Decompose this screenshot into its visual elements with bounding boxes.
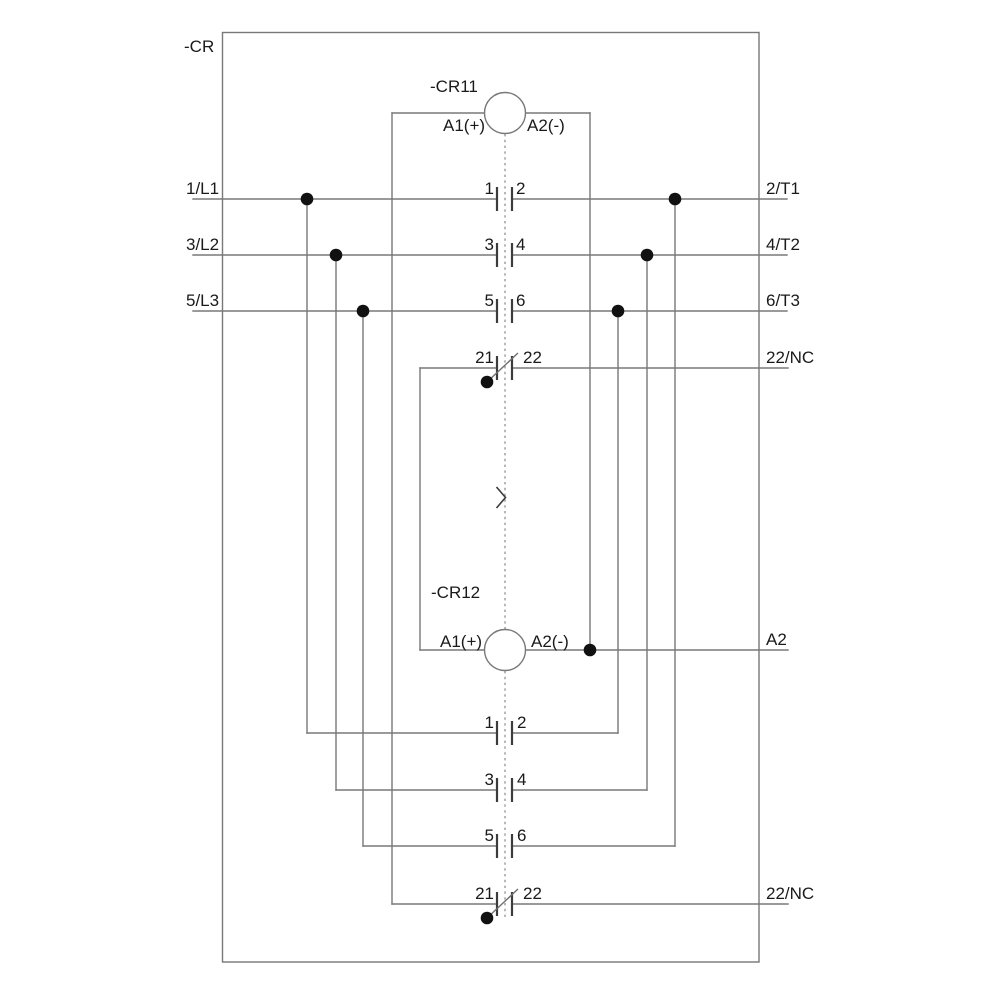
no-contact-5-6-top <box>495 299 514 323</box>
contact-number: 5 <box>485 826 494 845</box>
nc-slash <box>486 352 519 383</box>
junction-dot <box>611 304 625 318</box>
coil-cr11-label: -CR11 <box>430 77 478 96</box>
contact-number: 3 <box>485 235 494 254</box>
contact-number: 2 <box>517 713 526 732</box>
contact-number: 21 <box>475 348 494 367</box>
no-contact-3-4-top <box>495 243 514 267</box>
terminal-6t3-label: 6/T3 <box>766 291 800 310</box>
junction-dots <box>300 192 682 657</box>
contact-number: 3 <box>485 770 494 789</box>
chevron-icon <box>495 486 507 509</box>
wire-segments <box>192 112 789 905</box>
no-contact-1-2-top <box>495 187 514 211</box>
no-contact-1-2-bottom <box>495 721 514 745</box>
contact-number: 22 <box>523 884 542 903</box>
nc-contact-21-22-top <box>480 352 519 389</box>
contact-number: 6 <box>516 291 525 310</box>
contact-number: 2 <box>516 179 525 198</box>
coil-cr12-circle <box>483 628 527 672</box>
terminal-5l3-label: 5/L3 <box>186 291 219 310</box>
junction-dot <box>640 248 654 262</box>
coil-cr12-a2-label: A2(-) <box>531 632 569 651</box>
terminal-a2-label: A2 <box>766 630 787 649</box>
contact-number: 1 <box>485 179 494 198</box>
coil-cr12-label: -CR12 <box>431 583 480 602</box>
terminal-22nc-bottom-label: 22/NC <box>766 884 814 903</box>
terminal-22nc-top-label: 22/NC <box>766 348 814 367</box>
enclosure-outline <box>221 31 760 963</box>
nc-dot <box>480 911 494 925</box>
nc-contact-21-22-bottom <box>480 888 519 925</box>
terminal-3l2-label: 3/L2 <box>186 235 219 254</box>
contact-number: 4 <box>517 770 526 789</box>
junction-dot <box>583 643 597 657</box>
nc-dot <box>480 375 494 389</box>
contact-number: 22 <box>523 348 542 367</box>
contact-number: 21 <box>475 884 494 903</box>
contact-number: 4 <box>516 235 525 254</box>
coil-cr12-a1-label: A1(+) <box>440 632 482 651</box>
terminal-2t1-label: 2/T1 <box>766 179 800 198</box>
junction-dot <box>329 248 343 262</box>
no-contact-3-4-bottom <box>495 778 514 802</box>
junction-dot <box>668 192 682 206</box>
coil-cr11-circle <box>483 91 527 135</box>
terminal-4t2-label: 4/T2 <box>766 235 800 254</box>
junction-dot <box>300 192 314 206</box>
contact-number: 1 <box>485 713 494 732</box>
relay-tag-label: -CR <box>184 37 214 56</box>
contact-number: 5 <box>485 291 494 310</box>
terminal-1l1-label: 1/L1 <box>186 179 219 198</box>
coil-cr11-a1-label: A1(+) <box>443 116 485 135</box>
no-contact-5-6-bottom <box>495 834 514 858</box>
coil-cr11-a2-label: A2(-) <box>527 116 565 135</box>
contact-number: 6 <box>517 826 526 845</box>
nc-slash <box>486 888 519 919</box>
junction-dot <box>356 304 370 318</box>
